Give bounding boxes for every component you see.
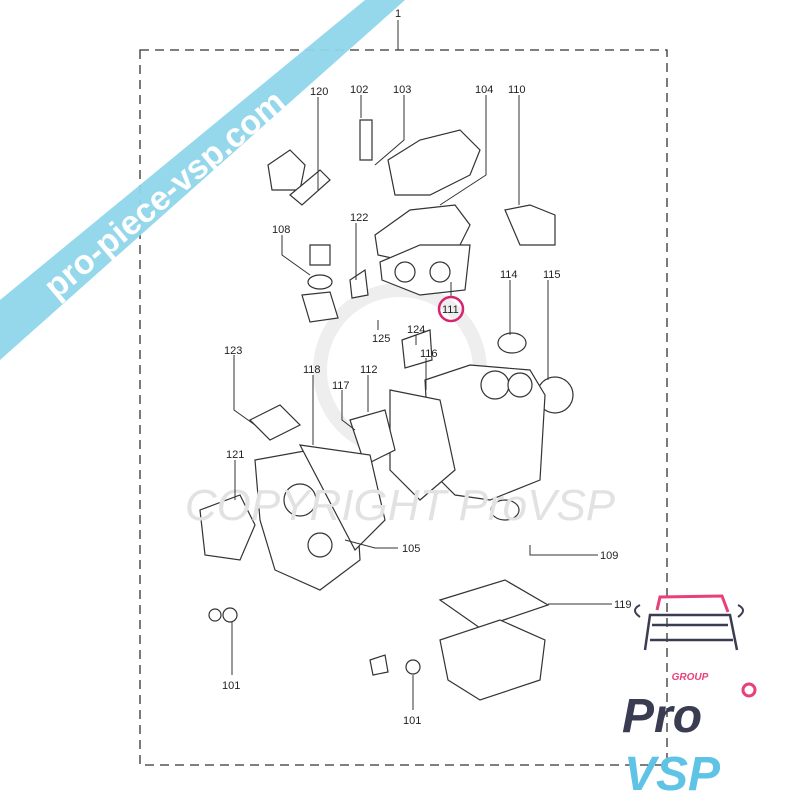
leader-lines xyxy=(231,95,612,710)
assembly-boundary xyxy=(139,49,668,766)
oil-pan xyxy=(439,619,546,701)
callout-116: 116 xyxy=(420,348,438,360)
cover-124 xyxy=(401,329,433,369)
plug xyxy=(369,654,389,676)
callout-123: 123 xyxy=(224,345,242,357)
callout-115: 115 xyxy=(543,269,561,281)
highlight-ring xyxy=(437,295,465,323)
callout-121: 121 xyxy=(226,449,244,461)
gasket-118 xyxy=(298,444,386,552)
seal xyxy=(222,607,238,623)
seal xyxy=(405,659,421,675)
callout-118: 118 xyxy=(303,364,321,376)
housing-117 xyxy=(349,409,396,466)
plate-116 xyxy=(389,389,456,501)
logo-vsp: VSP xyxy=(624,748,721,800)
callout-114: 114 xyxy=(500,269,518,281)
watermark-banner-text: pro-piece-vsp.com xyxy=(37,83,293,306)
logo-pro: Pro xyxy=(622,690,702,743)
callout-101: 101 xyxy=(222,680,240,692)
callout-112: 112 xyxy=(360,364,378,376)
callout-111: 111 xyxy=(442,304,459,316)
exhaust-part-110 xyxy=(504,204,556,246)
callout-104: 104 xyxy=(475,84,493,96)
callout-120: 120 xyxy=(310,86,328,98)
assembly-label: 1 xyxy=(395,8,401,20)
callout-125: 125 xyxy=(372,333,390,345)
watermark-banner xyxy=(0,0,405,360)
callout-122: 122 xyxy=(350,212,368,224)
crankcase xyxy=(424,364,546,501)
callout-105: 105 xyxy=(402,543,420,555)
callout-110: 110 xyxy=(508,84,526,96)
cover-123 xyxy=(248,404,302,441)
thermostat-housing xyxy=(267,149,339,323)
valve-cover xyxy=(387,129,481,196)
gasket-119 xyxy=(438,579,550,629)
callout-103: 103 xyxy=(393,84,411,96)
callout-119: 119 xyxy=(614,599,632,611)
seal xyxy=(208,608,222,622)
gasket-122 xyxy=(349,268,369,299)
callout-124: 124 xyxy=(407,324,425,336)
callout-117: 117 xyxy=(332,380,350,392)
water-pump xyxy=(199,494,256,561)
bracket xyxy=(490,499,520,521)
nut-icon xyxy=(741,682,757,698)
callout-109: 109 xyxy=(600,550,618,562)
callout-101: 101 xyxy=(403,715,421,727)
gasket-114 xyxy=(497,332,527,354)
logo-group: GROUP xyxy=(672,672,709,683)
glow-plug xyxy=(359,119,373,161)
cylinder-head xyxy=(374,204,471,296)
copyright-watermark: COPYRIGHT ProVSP xyxy=(185,481,616,530)
provsp-logo: GROUP Pro VSP xyxy=(622,594,757,800)
callout-102: 102 xyxy=(350,84,368,96)
callout-108: 108 xyxy=(272,224,290,236)
